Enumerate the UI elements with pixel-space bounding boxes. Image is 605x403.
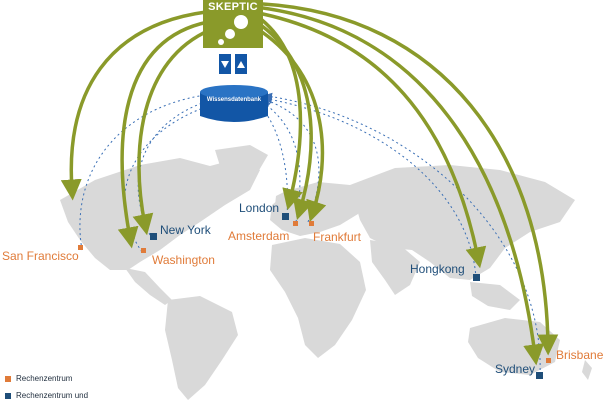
marker-london (282, 213, 289, 220)
island-new-zealand (582, 360, 592, 380)
marker-san-francisco (78, 245, 83, 250)
continent-asia (350, 165, 575, 280)
marker-hongkong (473, 274, 480, 281)
sync-up-icon (237, 61, 245, 68)
dashed-link-san-francisco (79, 91, 209, 251)
continent-south-america (165, 296, 238, 400)
arrow-washington (117, 20, 210, 249)
arrow-brisbane (261, 2, 559, 356)
continent-greenland (215, 145, 268, 175)
region-southeast-asia (470, 282, 520, 310)
city-label-brisbane: Brisbane (556, 348, 604, 362)
city-label-amsterdam: Amsterdam (228, 229, 290, 243)
continent-north-america (60, 158, 260, 270)
arrow-frankfurt (260, 30, 327, 222)
arrow-hongkong (261, 12, 487, 269)
city-label-washington: Washington (152, 253, 215, 267)
city-label-london: London (239, 201, 280, 215)
city-label-frankfurt: Frankfurt (313, 230, 362, 244)
legend-swatch-blue (5, 392, 11, 399)
legend-swatch-orange (5, 375, 11, 382)
database-top (200, 85, 268, 99)
city-label-sydney: Sydney (495, 362, 536, 376)
arrow-sydney (261, 6, 545, 366)
sync-down-icon (221, 61, 229, 68)
legend-item-data-center-and: Rechenzentrum und (5, 391, 88, 400)
legend-label: Rechenzentrum (16, 374, 73, 383)
world-map (60, 145, 592, 400)
arrow-new-york (132, 28, 212, 236)
marker-amsterdam (293, 221, 298, 226)
marker-brisbane (546, 358, 551, 363)
arrow-amsterdam (260, 24, 314, 221)
database-node (200, 85, 268, 122)
database-cylinder (200, 92, 268, 122)
city-label-new-york: New York (160, 223, 211, 237)
city-label-san-francisco: San Francisco (2, 249, 79, 263)
marker-sydney (536, 372, 543, 379)
marker-washington (141, 248, 146, 253)
database-label: Wissensdatenbank (206, 97, 262, 103)
logo-bubbles-icon (218, 15, 248, 45)
arrow-san-francisco (60, 10, 208, 201)
logo-text: SKEPTIC (208, 1, 258, 13)
city-markers (78, 213, 551, 379)
marker-frankfurt (309, 221, 314, 226)
marker-new-york (150, 233, 157, 240)
continent-africa (270, 238, 366, 358)
arrow-london (260, 18, 303, 211)
distribution-arrows (60, 2, 559, 366)
sync-arrows (219, 54, 247, 74)
city-label-hongkong: Hongkong (410, 262, 465, 276)
skeptic-logo: SKEPTIC (203, 0, 263, 48)
continent-central-america (125, 268, 172, 305)
legend-item-data-center: Rechenzentrum (5, 374, 72, 383)
legend-label: Rechenzentrum und (16, 391, 89, 400)
dashed-link-sydney (264, 92, 541, 376)
region-south-asia (370, 240, 420, 295)
